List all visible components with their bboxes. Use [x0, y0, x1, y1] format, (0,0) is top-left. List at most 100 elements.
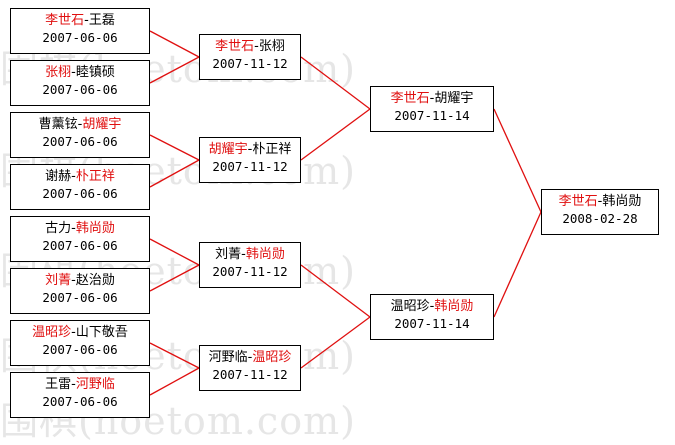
match-players: 李世石-胡耀宇 — [371, 87, 493, 107]
connector-r1m4-r2m2 — [149, 159, 200, 188]
player-name: 王磊 — [88, 13, 115, 28]
match-date: 2007-06-06 — [42, 30, 118, 45]
match-date: 2007-11-12 — [212, 56, 288, 71]
bracket-diagram: 围棋(hoetom.com) 围棋(hoetom.com) 围棋(hoetom.… — [0, 8, 659, 443]
connector-r1m5-r2m3 — [149, 238, 200, 266]
separator: - — [71, 273, 76, 288]
player-name: 山下敬吾 — [75, 325, 128, 340]
match-date: 2008-02-28 — [562, 211, 638, 226]
match-date: 2007-11-14 — [394, 316, 470, 331]
player-name: 朴正祥 — [252, 142, 292, 157]
player-name: 刘菁 — [45, 273, 72, 288]
player-name: 古力 — [45, 221, 72, 236]
match-players: 王雷-河野临 — [11, 373, 149, 393]
match-players: 胡耀宇-朴正祥 — [200, 138, 300, 158]
match-date: 2007-06-06 — [42, 394, 118, 409]
match-date: 2007-11-12 — [212, 367, 288, 382]
connector-r3m2-final — [493, 211, 542, 318]
player-name: 睦镇硕 — [75, 65, 115, 80]
separator: - — [84, 13, 89, 28]
player-name: 张栩 — [258, 39, 285, 54]
separator: - — [429, 299, 435, 314]
connector-r2m3-r3m2 — [300, 264, 371, 318]
separator: - — [241, 247, 246, 262]
player-name: 河野临 — [208, 350, 248, 365]
connector-r3m1-final — [493, 108, 542, 213]
match-date: 2007-06-06 — [42, 134, 118, 149]
player-name: 王雷 — [45, 377, 72, 392]
match-date: 2007-06-06 — [42, 186, 118, 201]
match-date: 2007-06-06 — [42, 290, 118, 305]
connector-r2m1-r3m1 — [300, 56, 371, 110]
connector-r2m4-r3m2 — [300, 316, 371, 369]
player-name: 李世石 — [215, 39, 255, 54]
match-players: 李世石-王磊 — [11, 9, 149, 29]
match-date: 2007-06-06 — [42, 342, 118, 357]
player-name: 胡耀宇 — [82, 117, 122, 132]
separator: - — [71, 221, 76, 236]
player-name: 胡耀宇 — [434, 91, 474, 106]
player-name: 韩尚勋 — [245, 247, 285, 262]
player-name: 张栩 — [45, 65, 72, 80]
player-name: 李世石 — [45, 13, 85, 28]
player-name: 胡耀宇 — [208, 142, 248, 157]
separator: - — [597, 194, 603, 209]
separator: - — [247, 350, 253, 365]
player-name: 谢赫 — [45, 169, 72, 184]
match-date: 2007-11-12 — [212, 264, 288, 279]
player-name: 李世石 — [390, 91, 430, 106]
match-players: 张栩-睦镇硕 — [11, 61, 149, 81]
match-date: 2007-11-14 — [394, 108, 470, 123]
match-players: 刘菁-赵治勋 — [11, 269, 149, 289]
player-name: 温昭珍 — [390, 299, 430, 314]
separator: - — [254, 39, 259, 54]
match-players: 温昭珍-韩尚勋 — [371, 295, 493, 315]
player-name: 曹薰铉 — [38, 117, 78, 132]
separator: - — [71, 169, 76, 184]
player-name: 赵治勋 — [75, 273, 115, 288]
match-players: 刘菁-韩尚勋 — [200, 243, 300, 263]
player-name: 李世石 — [558, 194, 598, 209]
connector-r1m8-r2m4 — [149, 367, 200, 396]
player-name: 温昭珍 — [32, 325, 72, 340]
connector-r1m3-r2m2 — [149, 134, 200, 161]
connector-r1m7-r2m4 — [149, 342, 200, 369]
player-name: 韩尚勋 — [75, 221, 115, 236]
separator: - — [71, 325, 76, 340]
match-players: 古力-韩尚勋 — [11, 217, 149, 237]
player-name: 韩尚勋 — [434, 299, 474, 314]
connector-r1m6-r2m3 — [149, 264, 200, 292]
connector-r1m1-r2m1 — [149, 30, 200, 58]
match-players: 李世石-张栩 — [200, 35, 300, 55]
player-name: 温昭珍 — [252, 350, 292, 365]
separator: - — [77, 117, 83, 132]
match-players: 温昭珍-山下敬吾 — [11, 321, 149, 341]
match-date: 2007-06-06 — [42, 238, 118, 253]
player-name: 朴正祥 — [75, 169, 115, 184]
match-players: 河野临-温昭珍 — [200, 346, 300, 366]
separator: - — [247, 142, 253, 157]
match-players: 李世石-韩尚勋 — [542, 190, 658, 210]
separator: - — [71, 377, 76, 392]
separator: - — [71, 65, 76, 80]
match-players: 曹薰铉-胡耀宇 — [11, 113, 149, 133]
match-players: 谢赫-朴正祥 — [11, 165, 149, 185]
bracket-connectors — [149, 30, 542, 396]
match-date: 2007-11-12 — [212, 159, 288, 174]
connector-r1m2-r2m1 — [149, 56, 200, 84]
connector-r2m2-r3m1 — [300, 108, 371, 161]
